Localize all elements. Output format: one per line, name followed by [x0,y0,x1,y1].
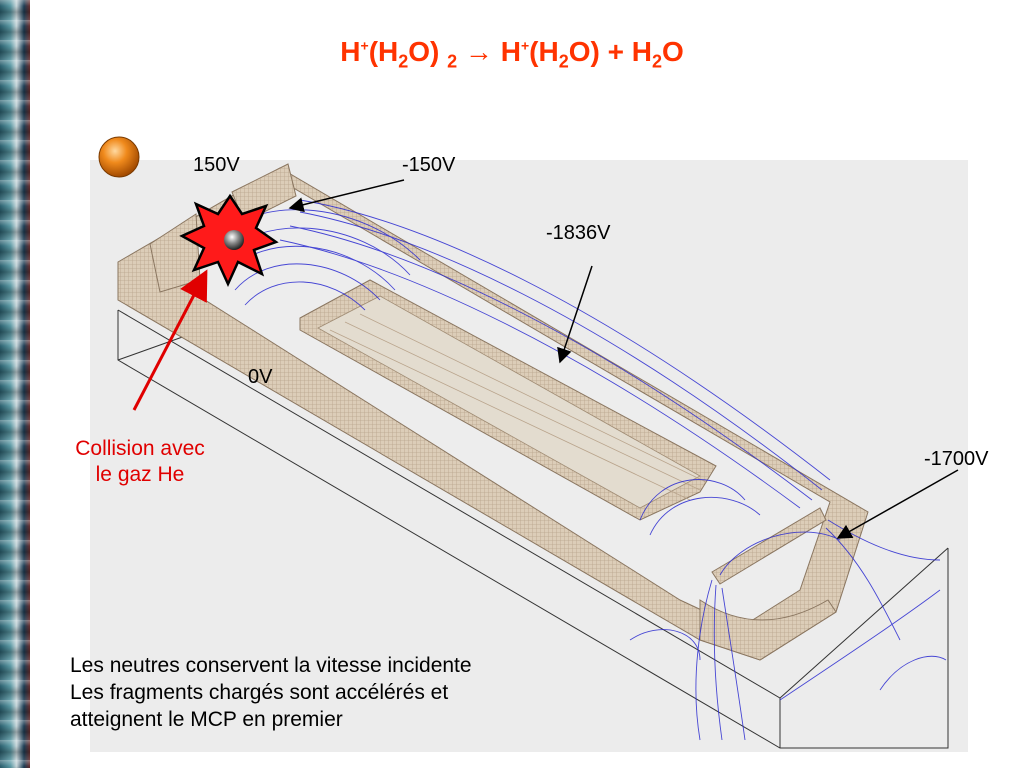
explosion-icon [179,193,279,288]
arrow-collision [132,269,208,411]
arrow-minus1836 [557,265,593,364]
label-minus1700v: -1700V [924,448,989,470]
arrow-minus1700 [836,469,959,539]
label-minus1836v: -1836V [546,222,611,244]
note-line: atteignent le MCP en premier [70,708,343,731]
decorative-side-strip [0,0,30,768]
electrode-frame [117,163,869,661]
notes-block: Les neutres conservent la vitesse incide… [70,652,472,733]
note-line: Les fragments chargés sont accélérés et [70,681,449,704]
note-line: Les neutres conservent la vitesse incide… [70,654,472,677]
box-outline [117,299,949,749]
ion-ball-icon [98,136,140,178]
label-minus150v: -150V [402,154,456,176]
reaction-title: H+(H2O) 2 → H+(H2O) + H2O [340,36,684,72]
arrow-minus150 [288,179,405,213]
annotation-arrows [132,179,959,539]
collision-label-line2: le gaz He [95,463,185,486]
collision-label-line1: Collision avec [75,437,205,460]
particle-icon [224,230,244,250]
field-lines [204,199,947,741]
label-0v: 0V [248,366,273,388]
collision-label: Collision avec le gaz He [50,436,230,488]
label-150v: 150V [193,154,240,176]
